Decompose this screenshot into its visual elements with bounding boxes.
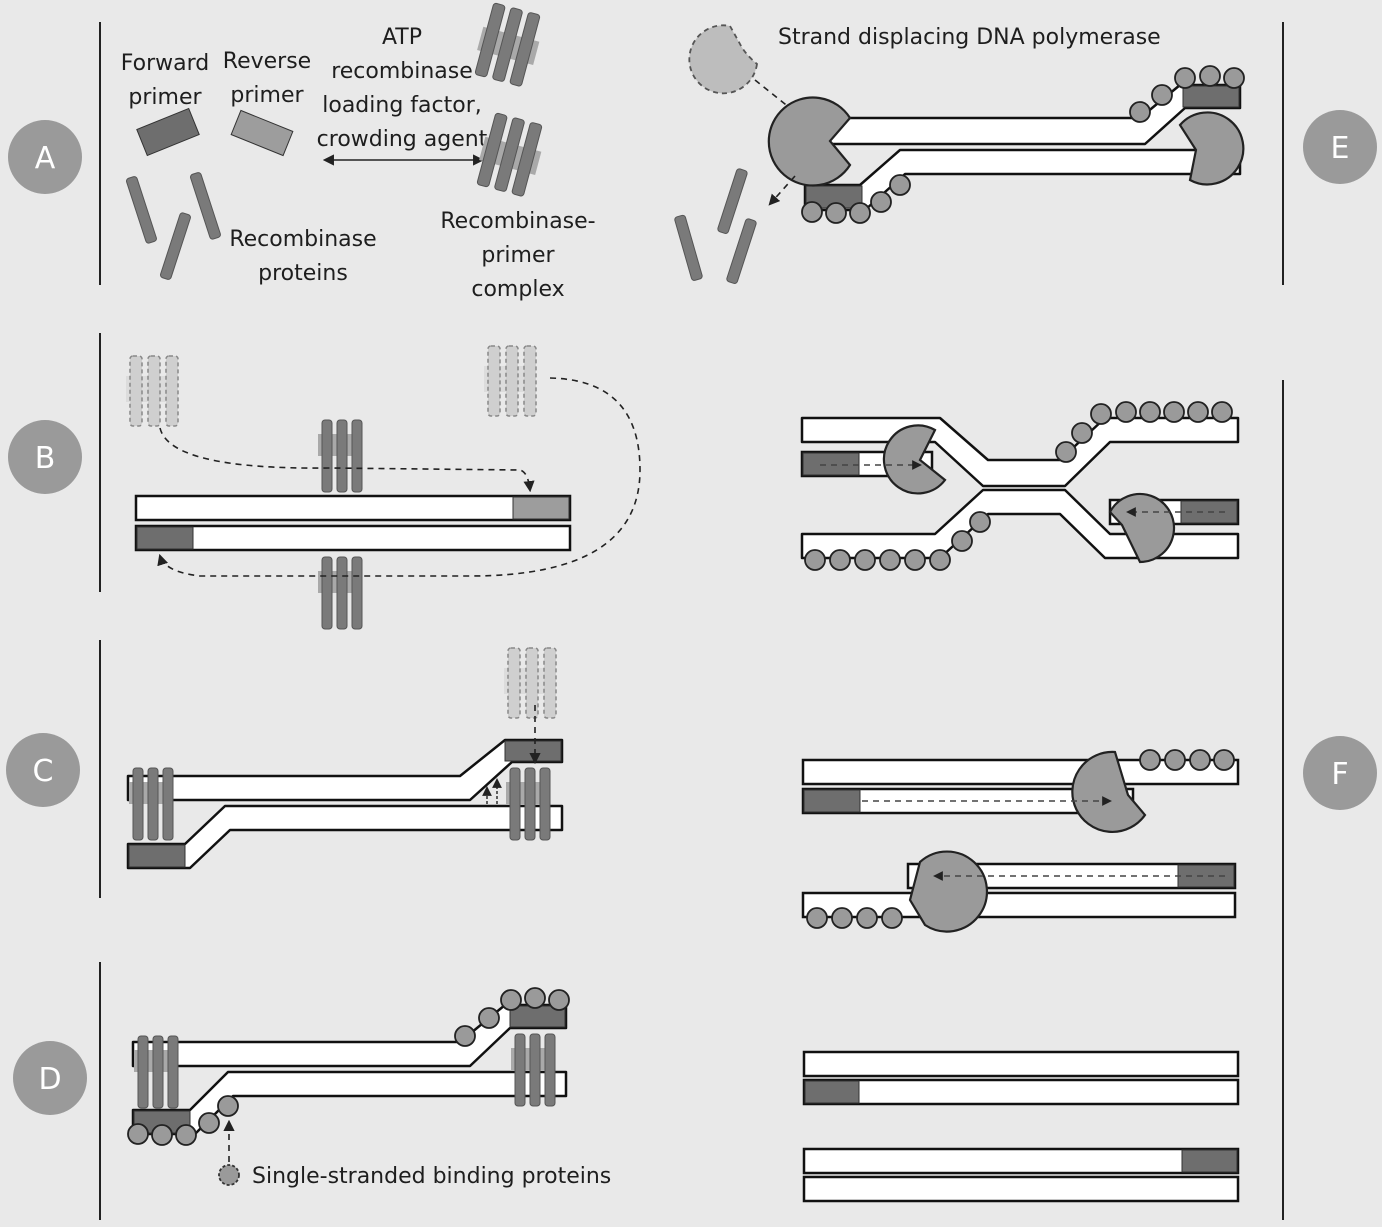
complex-top — [317, 419, 363, 493]
ghost-complex-right — [483, 345, 537, 417]
displaced-strand — [126, 738, 564, 802]
label-complex-3: complex — [471, 277, 564, 302]
panel-letter-b: B — [35, 441, 56, 476]
ssb-chain-f2-top — [1139, 749, 1235, 771]
label-atp-4: crowding agent — [317, 127, 488, 152]
label-polymerase: Strand displacing DNA polymerase — [778, 25, 1161, 50]
label-forward-primer-2: primer — [128, 85, 202, 110]
primer-product2 — [1181, 1149, 1238, 1173]
label-atp-1: ATP — [382, 25, 422, 50]
label-complex-1: Recombinase- — [440, 209, 595, 234]
label-reverse-primer-1: Reverse — [223, 49, 311, 74]
ssb-free-icon — [218, 1164, 240, 1186]
primer-top-c — [504, 740, 562, 762]
duplex1-top-strand — [801, 758, 1240, 786]
recombinase-protein-3 — [190, 172, 221, 240]
complex-icon-bottom — [476, 112, 543, 197]
panel-d: Single-stranded binding proteins — [127, 987, 611, 1189]
recombinase-protein-1 — [126, 176, 157, 244]
ssb-chain-top-f1 — [1055, 401, 1233, 463]
ssb-chain-bottom-f1 — [804, 511, 991, 571]
product1-top-strand — [802, 1050, 1240, 1078]
primer-product1 — [804, 1080, 860, 1104]
product1-bottom-strand — [802, 1078, 1240, 1106]
label-recombinase-2: proteins — [258, 261, 348, 286]
complex-left-c — [128, 767, 174, 841]
panel-letter-a: A — [35, 141, 56, 176]
panel-badge-a: A — [8, 120, 82, 194]
strand-top-e — [813, 83, 1242, 146]
complex-right-d — [510, 1033, 556, 1107]
dna-top-strand — [134, 494, 572, 522]
panel-f — [800, 401, 1240, 1203]
polymerase-f1-left — [882, 424, 947, 495]
polymerase-f2-top — [1071, 750, 1147, 833]
arrow-polymerase-binding — [754, 79, 797, 114]
ghost-complex-c — [503, 647, 557, 719]
polymerase-right-e — [1178, 111, 1245, 186]
panel-letter-e: E — [1331, 131, 1350, 166]
label-atp-2: recombinase — [331, 59, 473, 84]
ssb-chain-f2-bottom — [806, 907, 903, 929]
panel-c — [126, 647, 564, 870]
label-complex-2: primer — [481, 243, 555, 268]
label-recombinase-1: Recombinase — [229, 227, 376, 252]
panel-badge-d: D — [13, 1041, 87, 1115]
panel-letter-d: D — [38, 1062, 61, 1097]
ssb-chain-top-d — [454, 987, 570, 1047]
displaced-strand-d — [131, 1003, 568, 1068]
polymerase-f1-right — [1108, 492, 1176, 564]
polymerase-ghost — [688, 24, 758, 95]
path-reverse-binding — [157, 377, 641, 577]
panel-badge-c: C — [6, 733, 80, 807]
panel-a: Forward primer Reverse primer Recombinas… — [121, 2, 596, 302]
forward-primer — [136, 107, 200, 157]
dna-bottom-strand — [134, 524, 572, 552]
product2-top-strand — [802, 1147, 1240, 1175]
panel-badge-f: F — [1303, 736, 1377, 810]
label-ssb: Single-stranded binding proteins — [252, 1164, 611, 1189]
ssb-chain-top-e — [1129, 65, 1245, 123]
label-forward-primer-1: Forward — [121, 51, 209, 76]
panel-badge-e: E — [1303, 110, 1377, 184]
primer-left-f1 — [802, 452, 860, 476]
released-protein-3 — [726, 218, 757, 284]
strand-bottom-e — [803, 148, 1242, 212]
primer-duplex1 — [803, 789, 861, 813]
arrow-recombinase-release — [768, 175, 796, 206]
reverse-primer — [230, 109, 294, 157]
released-protein-1 — [717, 168, 748, 234]
panel-letter-f: F — [1331, 757, 1348, 792]
polymerase-left-e — [767, 96, 852, 187]
complex-left-d — [133, 1035, 179, 1109]
panel-b — [125, 345, 641, 630]
primer-bottom-c — [128, 844, 186, 868]
ghost-complex-left — [125, 355, 179, 427]
primer-top-e — [1182, 85, 1240, 108]
panel-letter-c: C — [33, 754, 54, 789]
path-forward-binding — [159, 427, 535, 493]
panel-badge-b: B — [8, 420, 82, 494]
label-atp-3: loading factor, — [322, 93, 481, 118]
template-strand — [126, 804, 564, 870]
label-reverse-primer-2: primer — [230, 83, 304, 108]
complex-icon-top — [474, 2, 541, 87]
ssb-chain-bottom-e — [801, 174, 911, 224]
template-strand-d — [131, 1070, 568, 1136]
product2-bottom-strand — [802, 1175, 1240, 1203]
forward-primer-site — [136, 526, 194, 550]
released-protein-2 — [674, 214, 703, 281]
complex-bottom — [317, 556, 363, 630]
polymerase-f2-bottom — [908, 850, 988, 933]
recombinase-protein-2 — [160, 212, 191, 280]
complex-right-c — [505, 767, 551, 841]
panel-e: Strand displacing DNA polymerase — [674, 24, 1245, 284]
ssb-chain-bottom-d — [127, 1095, 239, 1146]
reverse-primer-site — [512, 496, 570, 520]
